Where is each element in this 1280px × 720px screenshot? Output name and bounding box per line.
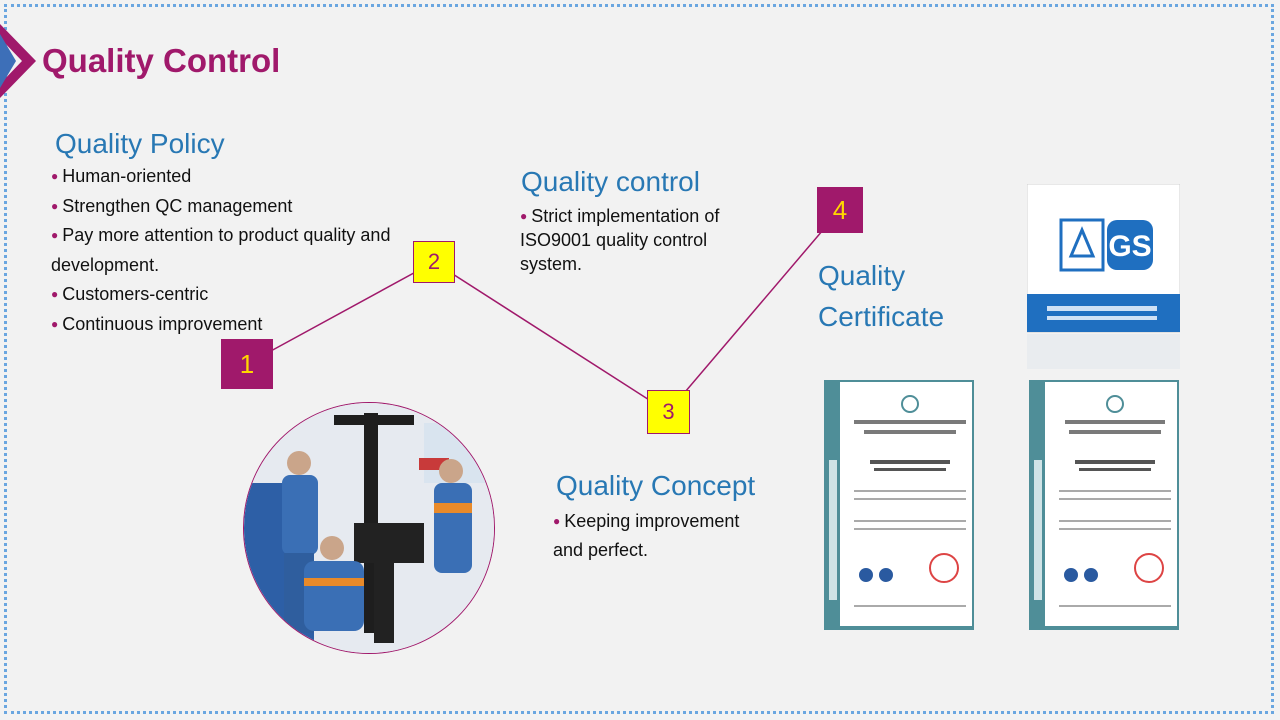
step-2-badge: 2 xyxy=(413,241,455,283)
bullet-icon: ● xyxy=(520,209,528,223)
list-item: ●Strict implementation of ISO9001 qualit… xyxy=(520,206,720,274)
list-item: ●Keeping improvement and perfect. xyxy=(553,511,740,560)
quality-control-list: ●Strict implementation of ISO9001 qualit… xyxy=(520,204,752,276)
quality-policy-list: ●Human-oriented ●Strengthen QC managemen… xyxy=(51,162,406,339)
iso9001-certificate xyxy=(1029,380,1179,630)
quality-policy-heading: Quality Policy xyxy=(55,128,225,159)
bullet-icon: ● xyxy=(51,198,59,213)
step-1-badge: 1 xyxy=(221,339,273,389)
svg-text:GS: GS xyxy=(1108,230,1151,263)
list-item: ●Continuous improvement xyxy=(51,313,263,334)
list-item: ●Strengthen QC management xyxy=(51,195,293,216)
gs-certification-badge: GS xyxy=(1027,184,1180,369)
corner-chevron-icon xyxy=(0,24,36,98)
bullet-icon: ● xyxy=(51,169,59,183)
iso14001-certificate xyxy=(824,380,974,630)
list-item: ●Customers-centric xyxy=(51,284,209,304)
quality-control-heading: Quality control xyxy=(521,166,700,197)
list-item: ●Pay more attention to product quality a… xyxy=(51,225,391,275)
bullet-icon: ● xyxy=(51,228,59,242)
quality-concept-list: ●Keeping improvement and perfect. xyxy=(553,507,768,565)
slide-frame xyxy=(4,4,1274,714)
bullet-icon: ● xyxy=(51,316,59,331)
quality-certificate-heading: Quality Certificate xyxy=(818,260,945,332)
step-3-badge: 3 xyxy=(647,390,690,434)
workers-photo xyxy=(243,402,495,654)
bullet-icon: ● xyxy=(51,287,59,301)
quality-concept-heading: Quality Concept xyxy=(556,470,756,501)
step-4-badge: 4 xyxy=(817,187,863,233)
page-title: Quality Control xyxy=(42,42,281,79)
bullet-icon: ● xyxy=(553,514,561,528)
list-item: ●Human-oriented xyxy=(51,166,192,186)
